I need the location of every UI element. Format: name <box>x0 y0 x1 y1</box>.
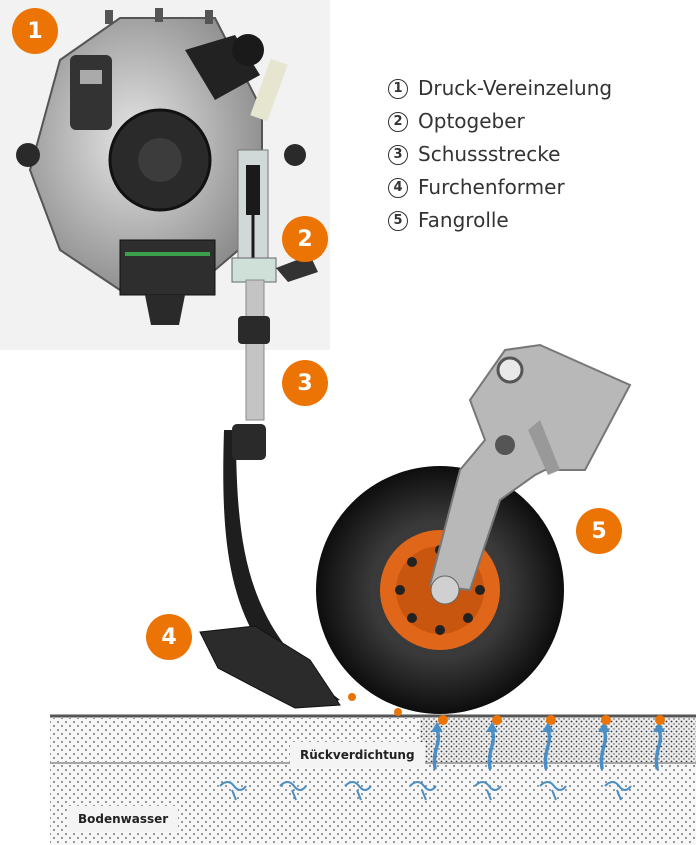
soil-water-label: Bodenwasser <box>68 806 179 832</box>
legend: 1 Druck-Vereinzelung 2 Optogeber 3 Schus… <box>388 72 612 237</box>
seed-dots <box>348 693 665 725</box>
soil-layer-bottom <box>50 764 696 845</box>
catch-roller <box>316 343 632 714</box>
legend-item: 3 Schussstrecke <box>388 138 612 171</box>
legend-label: Furchenformer <box>418 175 565 199</box>
badge-1: 1 <box>12 8 58 54</box>
badge-4: 4 <box>146 614 192 660</box>
legend-item: 1 Druck-Vereinzelung <box>388 72 612 105</box>
legend-label: Fangrolle <box>418 208 509 232</box>
water-arrow-heads <box>431 722 665 732</box>
badge-5: 5 <box>576 508 622 554</box>
water-arrows <box>432 728 663 770</box>
badge-2: 2 <box>282 216 328 262</box>
legend-label: Schussstrecke <box>418 142 561 166</box>
legend-item: 2 Optogeber <box>388 105 612 138</box>
compaction-label: Rückverdichtung <box>290 742 425 768</box>
legend-number: 2 <box>388 111 408 132</box>
legend-label: Druck-Vereinzelung <box>418 76 613 100</box>
legend-item: 4 Furchenformer <box>388 171 612 204</box>
badge-3: 3 <box>282 360 328 406</box>
legend-number: 1 <box>388 78 408 99</box>
singulation-unit <box>16 8 306 325</box>
water-squiggles <box>219 781 632 801</box>
legend-number: 5 <box>388 210 408 231</box>
furrow-opener <box>199 625 341 709</box>
legend-number: 4 <box>388 177 408 198</box>
legend-label: Optogeber <box>418 109 525 133</box>
soil-compacted-zone <box>420 718 696 762</box>
legend-number: 3 <box>388 144 408 165</box>
opto-sensor <box>231 149 318 283</box>
legend-item: 5 Fangrolle <box>388 204 612 237</box>
